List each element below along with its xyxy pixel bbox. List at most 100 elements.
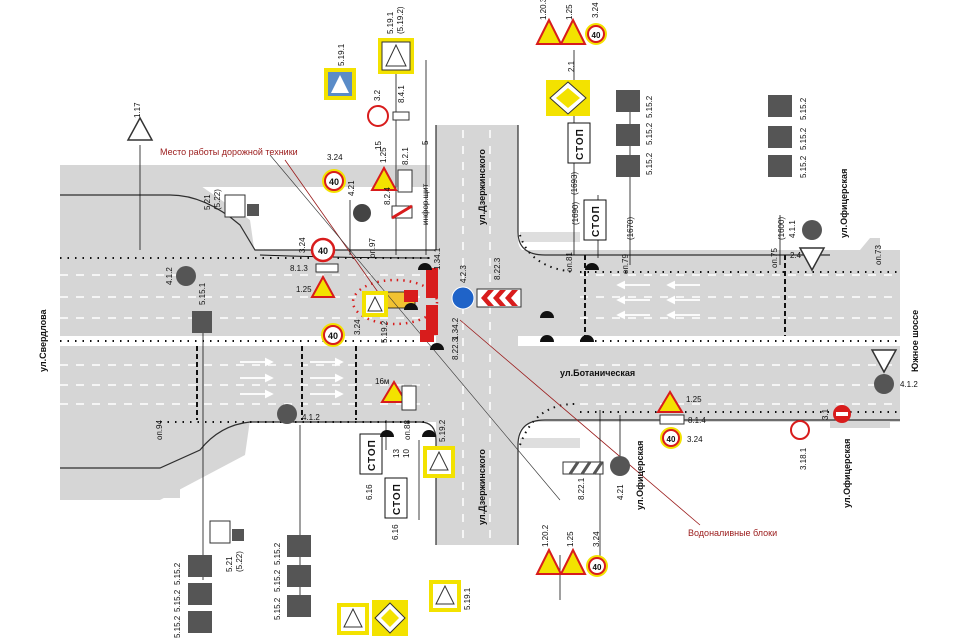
sign-roadwork-a: 1.25 15 8.2.1 5 инфор.щит 8.2.4 bbox=[370, 140, 430, 225]
sign-speed-limit-b: 40 3.24 8.1.3 1.25 bbox=[290, 237, 339, 298]
code-6-16-b: 6.16 bbox=[391, 524, 400, 540]
code-8-1-3: 8.1.3 bbox=[290, 264, 308, 273]
label-op-75: оп.75 bbox=[770, 248, 779, 268]
code-3-18-1: 3.18.1 bbox=[799, 447, 808, 470]
label-op-88: оп.88 bbox=[403, 420, 412, 440]
code-2-4: 2.4 bbox=[790, 251, 802, 260]
sign-detour-direction: 4.21 bbox=[347, 180, 371, 222]
stop-text-3: СТОП bbox=[367, 439, 378, 471]
road-oficerskaya-south bbox=[830, 420, 890, 428]
code-15: 15 bbox=[374, 141, 383, 150]
road-east-top-strip bbox=[170, 165, 430, 187]
code-5-15-2-g: 5.15.2 bbox=[173, 562, 182, 585]
sign-straight-only: 4.1.1 bbox=[788, 220, 822, 240]
code-8-1-4: 8.1.4 bbox=[688, 416, 706, 425]
code-1670: (1670) bbox=[626, 217, 635, 240]
dotted-edge-nw-curve bbox=[259, 254, 431, 259]
code-5-22-b: (5.22) bbox=[235, 551, 244, 572]
warning-sign-artificial-bump: 1.17 bbox=[126, 102, 154, 141]
sign-obstacle-8-22-3: 8.22.3 bbox=[476, 257, 522, 308]
stop-plate-2: СТОП (1690) bbox=[571, 199, 607, 241]
code-4-2-3: 4.2.3 bbox=[459, 265, 468, 283]
label-op-73: оп.73 bbox=[874, 245, 883, 265]
east-service-strip bbox=[520, 232, 580, 242]
thin-diagonal bbox=[269, 154, 561, 501]
code-5-15-2-j: 5.15.2 bbox=[273, 542, 282, 565]
speed-value-c: 40 bbox=[328, 331, 338, 341]
sign-pedestrian-crossing-top: 5.19.1 bbox=[324, 43, 356, 100]
sign-keep-left-right: 4.2.3 bbox=[451, 265, 475, 310]
code-5-19-2-pair: (5.19.2) bbox=[396, 6, 405, 34]
code-5-15-2-e: 5.15.2 bbox=[799, 127, 808, 150]
stop-lines bbox=[196, 255, 786, 420]
stop-text-2: СТОП bbox=[591, 205, 602, 237]
sign-no-entry: 3.1 bbox=[821, 405, 851, 423]
sign-direction-right-a: 4.1.2 bbox=[165, 266, 196, 286]
chevron-sign-1-34-2: 1.34.2 bbox=[426, 305, 460, 340]
sign-residential-zone-a: 5.21 (5.22) bbox=[203, 189, 259, 218]
code-5-15-2-k: 5.15.2 bbox=[273, 569, 282, 592]
dotted-edge-se-curve bbox=[519, 403, 576, 446]
code-4-21: 4.21 bbox=[347, 180, 356, 196]
lane-plates-bottom-left: 5.21 (5.22) 5.15.2 5.15.2 5.15.2 5.15.2 … bbox=[173, 520, 311, 638]
stop-plate-3: СТОП 6.16 bbox=[359, 433, 383, 500]
street-yuzhnoe: Южное шоссе bbox=[910, 310, 920, 372]
label-op-79: оп.79 bbox=[621, 254, 630, 274]
sign-group-bottom: 40 1.20.2 1.25 3.24 bbox=[535, 524, 608, 577]
code-4-21-b: 4.21 bbox=[616, 484, 625, 500]
code-8-22-1: 8.22.1 bbox=[577, 477, 586, 500]
code-3-24-a: 3.24 bbox=[327, 153, 343, 162]
road-west-bottom-strip bbox=[60, 468, 180, 498]
work-zone-cones bbox=[351, 278, 439, 326]
code-1-34-2: 1.34.2 bbox=[451, 317, 460, 340]
sign-lane-direction-5-15-1: 5.15.1 bbox=[192, 282, 212, 333]
road-west-top-strip bbox=[60, 165, 180, 195]
sign-pedestrian-crossing-mid: 5.19.2 bbox=[362, 291, 389, 343]
label-13: 13 bbox=[392, 449, 401, 458]
code-5-15-1: 5.15.1 bbox=[198, 282, 207, 305]
code-1-17: 1.17 bbox=[133, 102, 142, 118]
code-2-1: 2.1 bbox=[567, 60, 576, 72]
code-5-22-a: (5.22) bbox=[213, 189, 222, 210]
code-3-24-c: 3.24 bbox=[353, 319, 362, 335]
code-3-2: 3.2 bbox=[373, 89, 382, 101]
sign-speed-limit-c: 40 3.24 bbox=[321, 319, 362, 347]
code-1-20-3-top: 1.20.3 bbox=[539, 0, 548, 20]
code-4-1-2-b: 4.1.2 bbox=[900, 380, 918, 389]
code-3-1: 3.1 bbox=[821, 408, 830, 420]
code-8-4-1: 8.4.1 bbox=[397, 85, 406, 103]
code-5-19-2-low: 5.19.2 bbox=[438, 419, 447, 442]
code-1-34-1: 1.34.1 bbox=[433, 247, 442, 270]
code-5-15-2-d: 5.15.2 bbox=[799, 97, 808, 120]
code-1-25-b: 1.25 bbox=[296, 285, 312, 294]
code-16m: 16м bbox=[375, 377, 389, 386]
code-5-19-1-top: 5.19.1 bbox=[337, 43, 346, 66]
street-sverdlova: ул.Свердлова bbox=[38, 308, 48, 372]
code-5-15-2-c: 5.15.2 bbox=[645, 152, 654, 175]
dotted-edge-ne-curve bbox=[519, 234, 576, 273]
code-5-19-1-bottom: 5.19.1 bbox=[463, 587, 472, 610]
code-5: 5 bbox=[421, 140, 430, 145]
sign-pedestrian-crossing-low bbox=[423, 446, 455, 478]
street-oficerskaya-right: ул.Офицерская bbox=[842, 439, 852, 508]
code-3-24-b: 3.24 bbox=[298, 237, 307, 253]
sign-no-right-turn: 3.18.1 bbox=[790, 420, 810, 470]
code-4-1-2-a: 4.1.2 bbox=[165, 267, 174, 285]
street-dzerzhinskogo-north: ул.Дзержинского bbox=[477, 149, 487, 225]
code-4-1-2-c: 4.1.2 bbox=[302, 413, 320, 422]
stop-text-1: СТОП bbox=[575, 128, 586, 160]
sign-direction-right-b: 4.1.2 bbox=[874, 374, 918, 394]
code-1600: (1600) bbox=[777, 217, 786, 240]
code-1-25-c: 1.25 bbox=[686, 395, 702, 404]
sign-yield-right bbox=[870, 349, 898, 374]
east-service-strip-b bbox=[520, 438, 580, 448]
sign-roadwork-right: 1.25 8.1.4 40 3.24 bbox=[656, 390, 706, 449]
code-5-15-2-f: 5.15.2 bbox=[799, 155, 808, 178]
code-5-15-2-b: 5.15.2 bbox=[645, 122, 654, 145]
code-1690: (1690) bbox=[571, 202, 580, 225]
code-6-16-a: 6.16 bbox=[365, 484, 374, 500]
chevron-sign-1-34-1: 1.34.1 bbox=[426, 247, 442, 298]
stop-plate-4: СТОП 6.16 bbox=[384, 477, 408, 540]
